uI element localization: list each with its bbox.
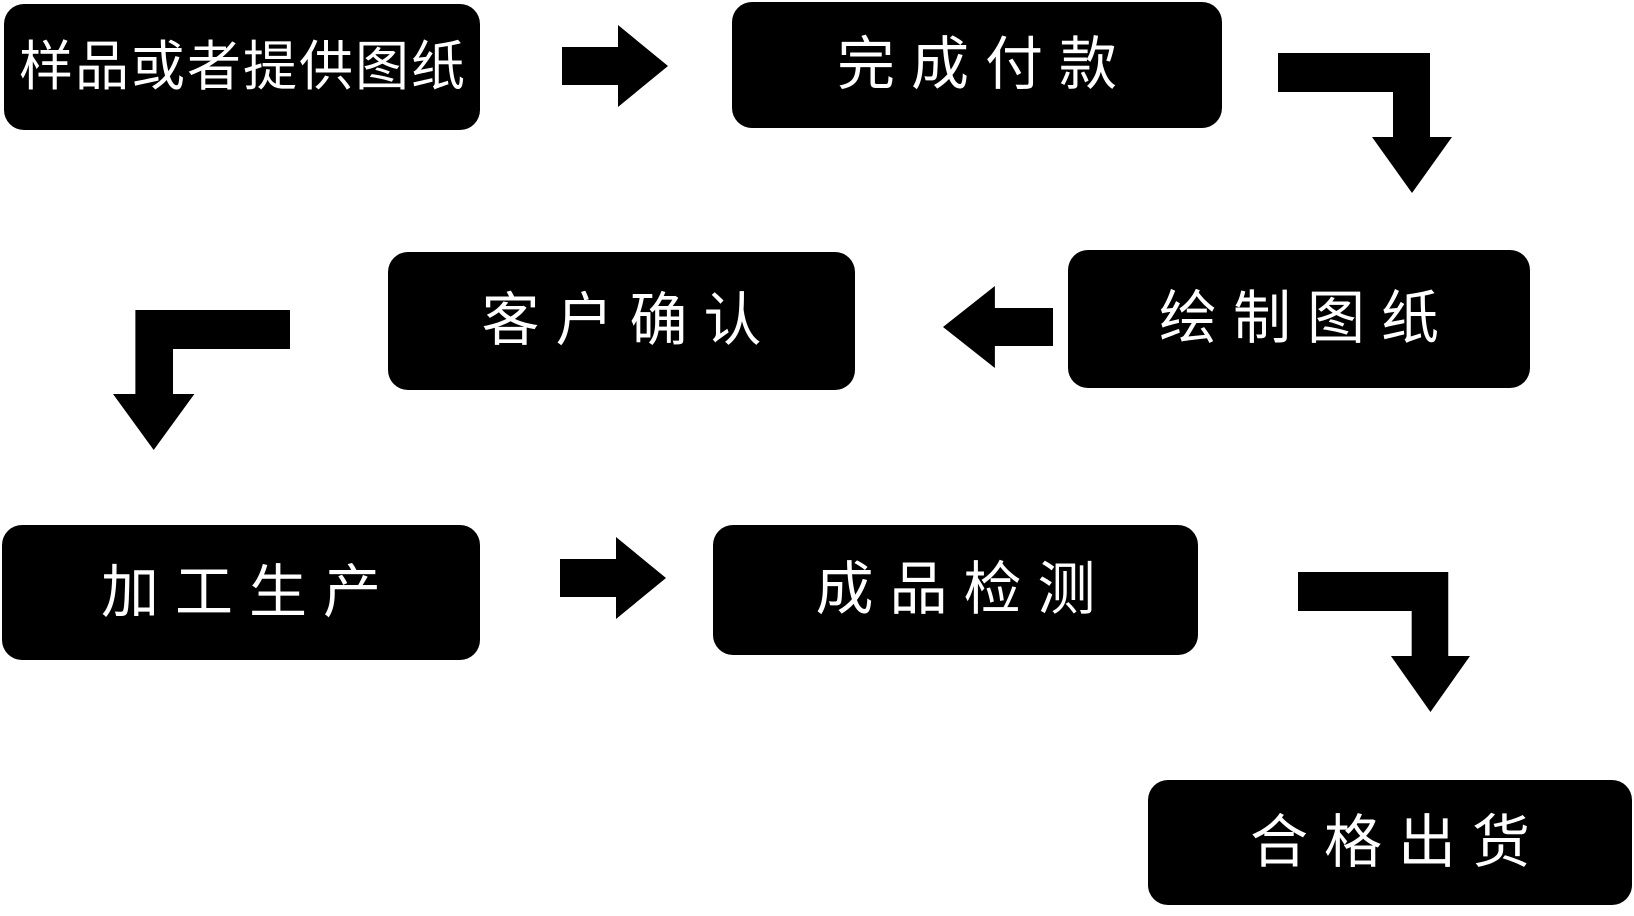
elbow-left-down-arrow-icon [113,310,290,450]
right-arrow-icon [562,25,668,107]
flow-node-processing-production: 加工生产 [2,525,480,660]
flow-node-customer-confirmation: 客户确认 [388,252,855,390]
flow-node-sample-or-provide-drawings: 样品或者提供图纸 [4,4,480,130]
elbow-right-down-arrow-icon [1298,572,1470,712]
right-arrow-icon [560,537,666,619]
flow-node-complete-payment: 完成付款 [732,2,1222,128]
left-arrow-icon [943,286,1053,368]
elbow-right-down-arrow-icon [1278,53,1452,193]
flow-node-draw-drawings: 绘制图纸 [1068,250,1530,388]
flow-node-qualified-shipment: 合格出货 [1148,780,1632,905]
flow-node-finished-product-inspection: 成品检测 [713,525,1198,655]
